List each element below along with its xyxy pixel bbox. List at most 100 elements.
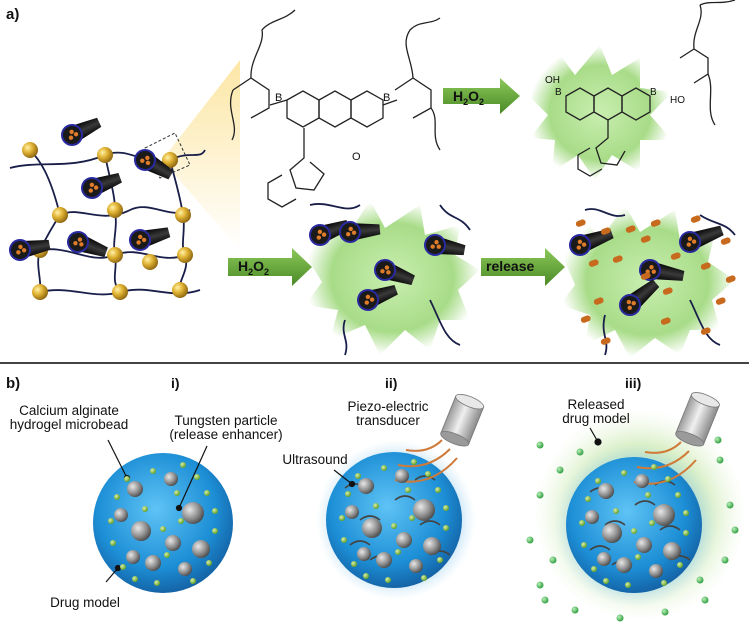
crosslink-node (177, 247, 193, 263)
drug-pellet (670, 252, 681, 260)
drug-particle (411, 459, 417, 465)
drug-particle (114, 494, 120, 500)
tube-cargo (365, 294, 371, 300)
drug-particle (385, 577, 391, 583)
tube-cargo (348, 226, 353, 232)
released-drug-label: Released drug model (562, 397, 630, 427)
tungsten-particle (636, 537, 652, 553)
drug-pellet (575, 219, 586, 227)
released-drug-sphere (549, 556, 557, 564)
released-drug-sphere (731, 526, 739, 534)
drug-pellet (580, 315, 591, 323)
drug-particle (683, 530, 689, 536)
crosslink-node (52, 207, 68, 223)
tungsten-particle (635, 474, 649, 488)
drug-particle (190, 578, 196, 584)
tube-rim (679, 231, 701, 253)
crosslink-node (107, 247, 123, 263)
drug-particle (142, 506, 148, 512)
released-drug-pellets (575, 215, 736, 345)
drug-particle (212, 528, 218, 534)
nanotubes-swelling (309, 220, 466, 311)
drug-particle (635, 554, 641, 560)
tungsten-particle (362, 518, 382, 538)
tube-cargo (577, 239, 583, 245)
tube-cargo (369, 297, 375, 302)
released-drug-sphere (721, 556, 729, 564)
tube-cargo (69, 129, 74, 135)
tube-rim (9, 239, 31, 261)
tungsten-particle (649, 564, 663, 578)
tungsten-particle (409, 559, 423, 573)
piezo-label: Piezo-electric transducer (347, 399, 429, 429)
tube-cargo (436, 244, 441, 249)
tube-cargo (316, 235, 322, 240)
panel-b-label: b) (6, 375, 21, 392)
tube-cargo (345, 231, 351, 237)
tungsten-particle (413, 499, 435, 521)
tungsten-particle (358, 478, 374, 494)
piezo-transducer-iii (675, 392, 720, 447)
drug-pellet (593, 297, 604, 305)
tube-cargo (16, 250, 21, 255)
drug-particle (621, 470, 627, 476)
released-drug-sphere (536, 581, 544, 589)
tungsten-particle (585, 510, 599, 524)
drug-pellet (612, 255, 623, 263)
drug-particle (645, 492, 651, 498)
tube-cargo (686, 242, 692, 247)
tungsten-particle (597, 552, 611, 566)
tube-rim (67, 231, 89, 253)
empty-nanotube (619, 279, 660, 316)
swelling-network (309, 203, 471, 356)
tube-cargo (651, 269, 656, 274)
panel-divider (0, 362, 749, 364)
drug-pellet (650, 219, 661, 227)
released-drug-sphere (536, 441, 544, 449)
tube-cargo (626, 299, 632, 305)
drug-nanotube (9, 239, 51, 261)
drug-particle (164, 552, 170, 558)
tungsten-particle (178, 562, 192, 576)
drug-particle (405, 487, 411, 493)
tube-cargo (18, 244, 23, 250)
tube-rim (134, 149, 156, 171)
crosslink-node (97, 147, 113, 163)
released-drug-sphere (701, 596, 709, 604)
tube-cargo (88, 188, 94, 193)
drug-particle (677, 562, 683, 568)
drug-pellet (640, 272, 651, 280)
tube-cargo (145, 155, 150, 161)
crosslink-node (175, 207, 191, 223)
drug-particle (355, 473, 361, 479)
product-b-right: B (650, 87, 657, 98)
drug-particle (351, 561, 357, 567)
tungsten-particle (127, 481, 143, 497)
h2o2-top-label: H2O2 (453, 88, 485, 107)
tube-cargo (137, 234, 143, 240)
tungsten-particle (357, 547, 371, 561)
drug-particle (160, 526, 166, 532)
crosslink-node (142, 254, 158, 270)
drug-particle (649, 520, 655, 526)
drug-particle (381, 465, 387, 471)
tube-cargo (380, 268, 385, 274)
drug-nanotube (134, 149, 174, 180)
tube-rim (374, 259, 396, 281)
crosslink-node (22, 142, 38, 158)
tungsten-label: Tungsten particle (release enhancer) (169, 413, 283, 443)
drug-particle (613, 508, 619, 514)
drug-pellet (720, 237, 731, 245)
drug-particle (194, 474, 200, 480)
crosslink-node (107, 202, 123, 218)
drug-particle (631, 528, 637, 534)
drug-pellet (715, 297, 726, 305)
released-drug-sphere (536, 491, 544, 499)
drug-particle (425, 471, 431, 477)
released-drug-sphere (726, 501, 734, 509)
drug-particle (591, 566, 597, 572)
h2o2-arrow-bottom (228, 248, 312, 286)
drug-particle (665, 476, 671, 482)
step-ii-label: ii) (385, 375, 398, 391)
